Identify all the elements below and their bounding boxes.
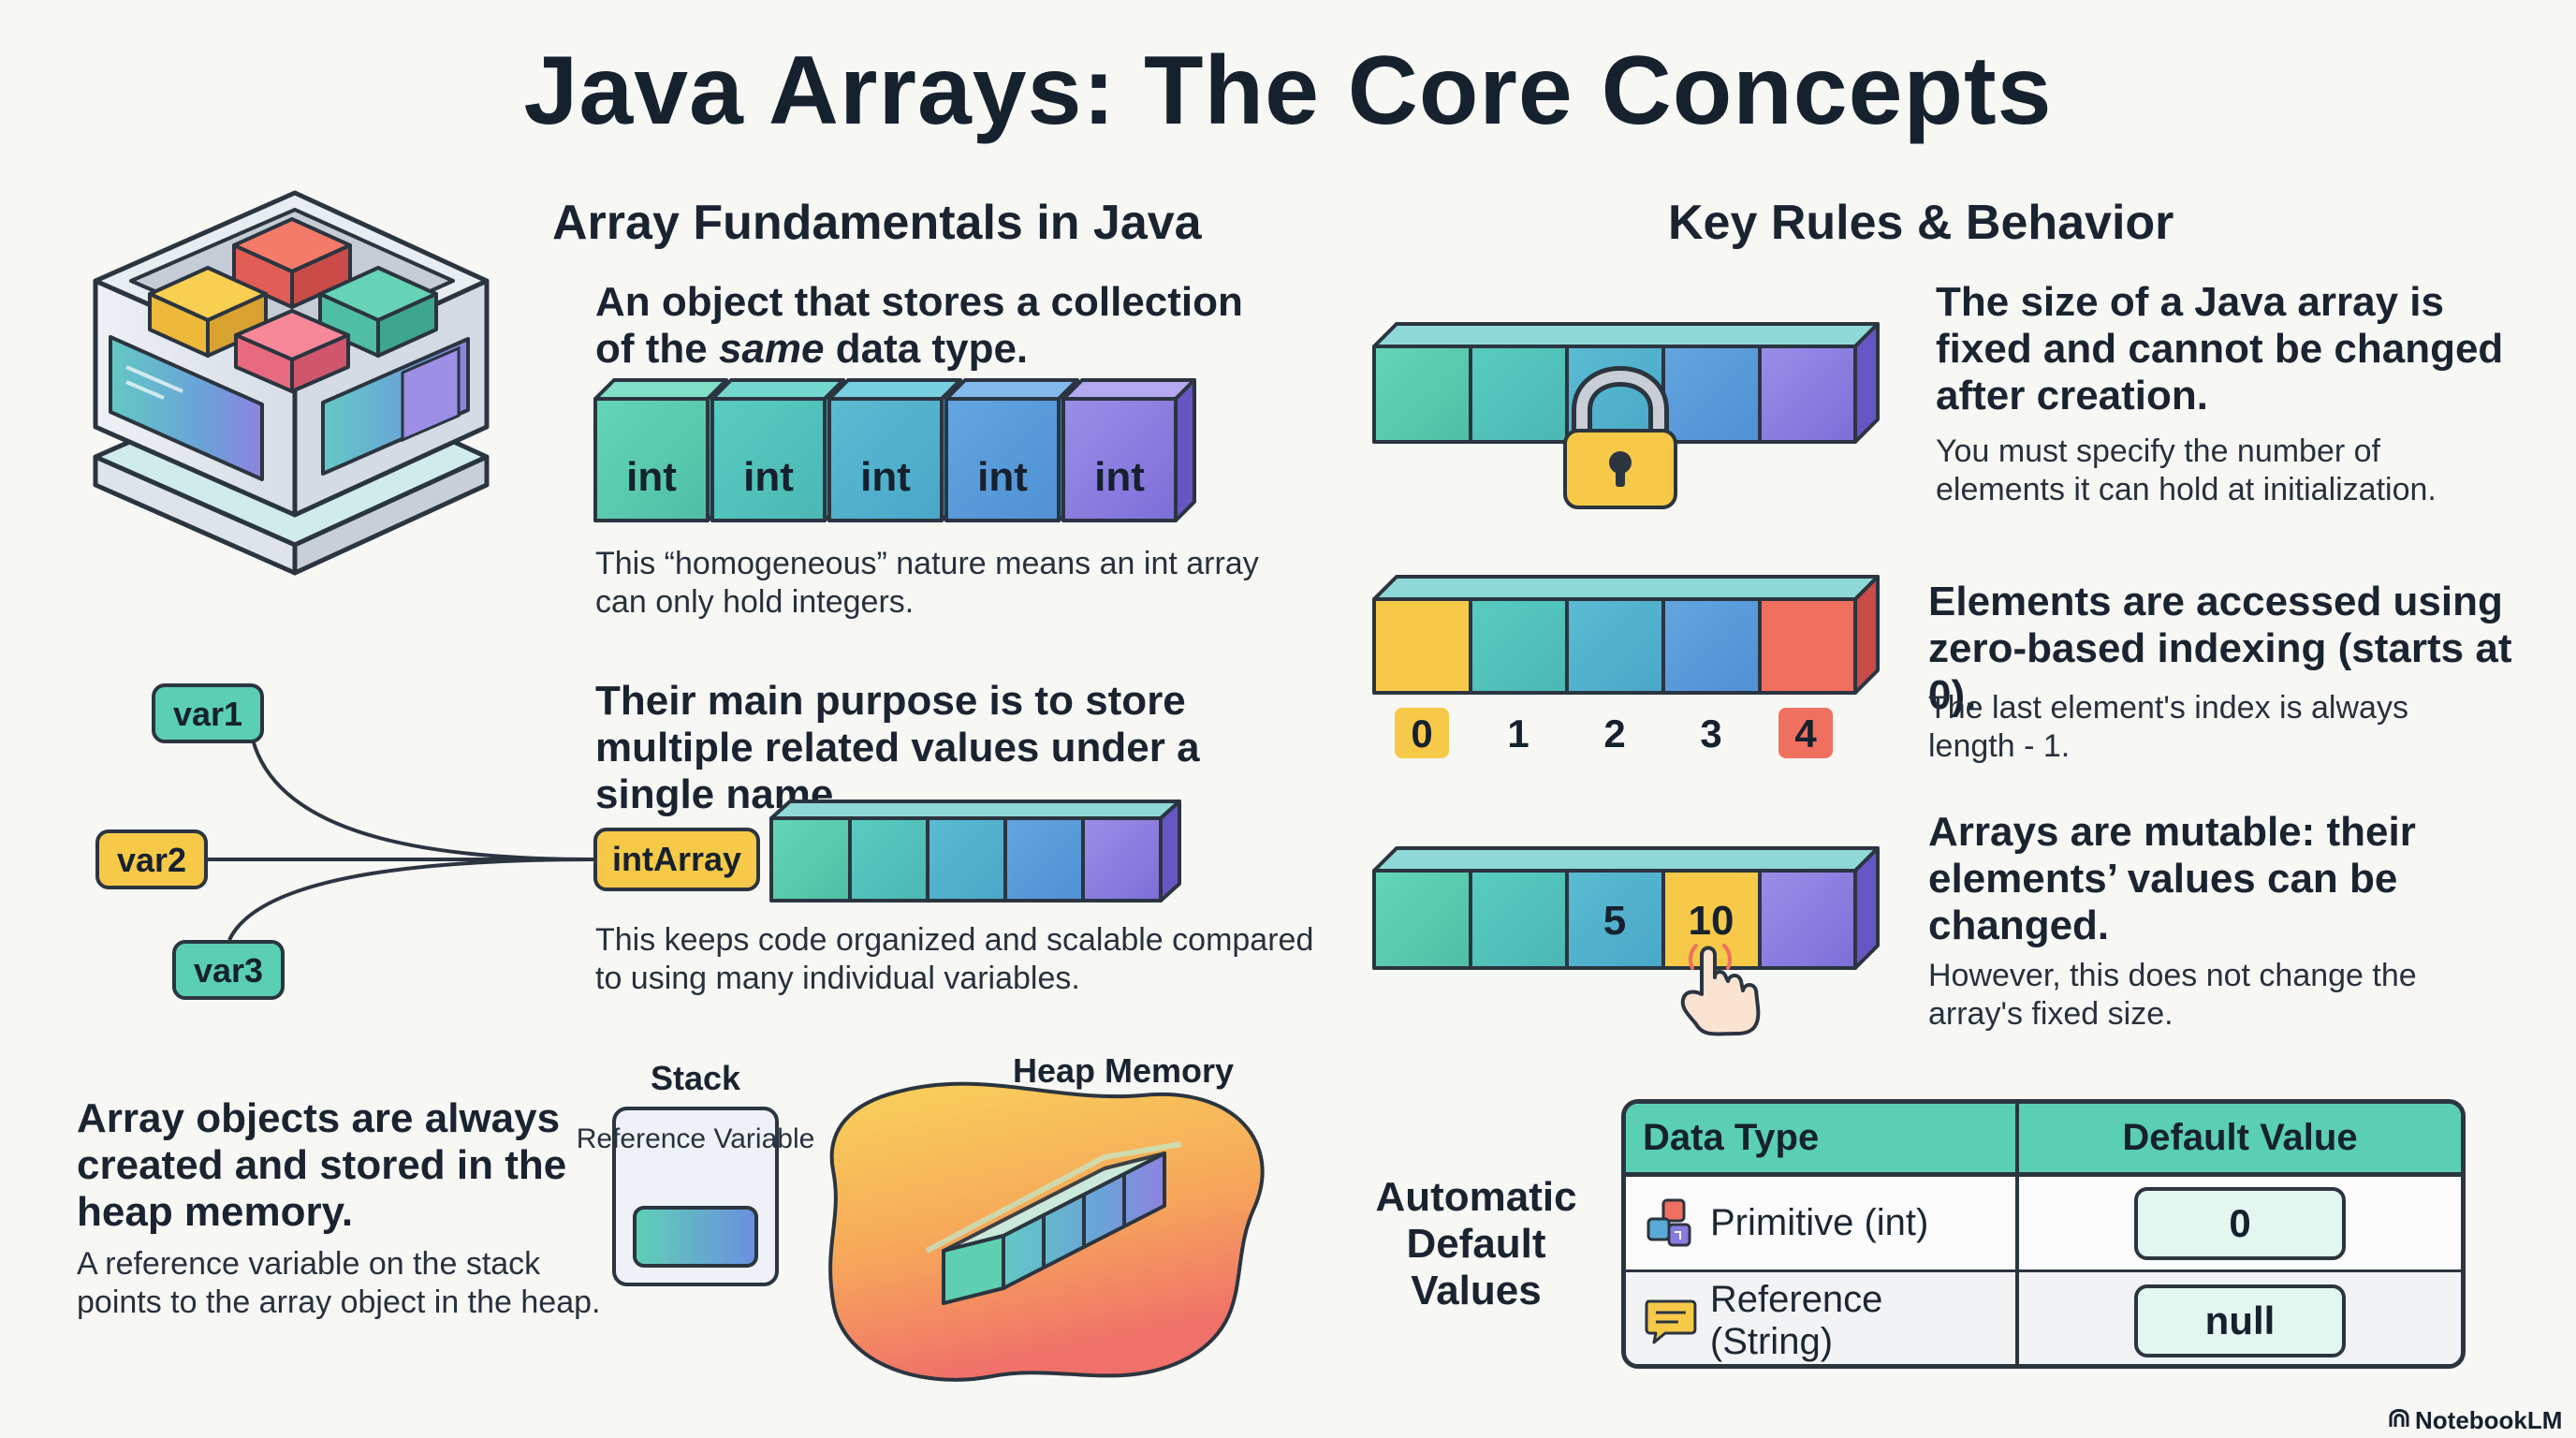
table-header-row: Data Type Default Value xyxy=(1626,1104,2461,1177)
mutable-array xyxy=(1372,846,1880,970)
brand-logo: NotebookLM xyxy=(2389,1406,2562,1434)
index-label-4: 4 xyxy=(1794,712,1817,756)
var2-label: var2 xyxy=(117,841,186,879)
index-label-2: 2 xyxy=(1603,712,1625,756)
int-label-3: int xyxy=(860,454,911,500)
var1-label: var1 xyxy=(173,695,242,733)
row-type-label: Primitive (int) xyxy=(1710,1202,1929,1243)
fundamentals-heading: Array Fundamentals in Java xyxy=(552,196,1202,250)
int-label-4: int xyxy=(977,454,1028,500)
defaults-table: Data Type Default Value Primitive (int) … xyxy=(1621,1099,2466,1369)
speech-bubble-icon xyxy=(1645,1299,1697,1343)
var1-tag: var1 xyxy=(152,683,264,743)
primitive-blocks-icon xyxy=(1647,1198,1691,1246)
page-title: Java Arrays: The Core Concepts xyxy=(523,37,2053,145)
int-cell-5 xyxy=(1061,378,1196,522)
indexing-note: The last element's index is always lengt… xyxy=(1928,690,2408,764)
default-value-pill: 0 xyxy=(2134,1186,2346,1260)
table-row: Primitive (int) 0 xyxy=(1626,1177,2461,1272)
fixed-size-note: You must specify the number of elements … xyxy=(1936,433,2437,507)
mutable-note: However, this does not change the array'… xyxy=(1928,958,2417,1032)
mutable-heading: Arrays are mutable: their elements’ valu… xyxy=(1928,809,2416,948)
var3-label: var3 xyxy=(194,951,263,990)
heap-heading: Array objects are always created and sto… xyxy=(77,1095,567,1235)
fixed-size-heading: The size of a Java array is fixed and ca… xyxy=(1936,279,2504,418)
int-array-tag: intArray xyxy=(593,828,760,891)
row-type-label: Reference (String) xyxy=(1709,1278,1883,1362)
int-label-5: int xyxy=(1094,454,1145,500)
definition-text: An object that stores a collection of th… xyxy=(595,279,1243,372)
table-row: Reference (String) null xyxy=(1626,1272,2461,1364)
index-label-1: 1 xyxy=(1507,712,1529,756)
var3-tag: var3 xyxy=(172,940,285,1000)
rules-heading: Key Rules & Behavior xyxy=(1668,196,2174,250)
int-array-row xyxy=(593,378,1196,522)
homogeneous-note: This “homogeneous” nature means an int a… xyxy=(595,546,1259,620)
int-array-label: intArray xyxy=(612,840,741,878)
int-array-bar xyxy=(769,800,1181,902)
indexed-array xyxy=(1372,575,1880,695)
int-label-1: int xyxy=(626,454,677,500)
heap-blob xyxy=(828,1081,1265,1382)
old-value: 5 xyxy=(1603,898,1626,944)
var2-tag: var2 xyxy=(95,829,208,889)
int-label-2: int xyxy=(743,454,794,500)
heap-note: A reference variable on the stack points… xyxy=(77,1246,601,1320)
indexing-heading: Elements are accessed using zero-based i… xyxy=(1928,579,2512,718)
default-value-pill: null xyxy=(2134,1284,2346,1357)
column-header-default-value: Default Value xyxy=(2122,1117,2358,1158)
variable-connectors xyxy=(208,739,600,941)
lock-icon xyxy=(1563,366,1677,509)
stack-label: Stack xyxy=(651,1059,741,1097)
purpose-note: This keeps code organized and scalable c… xyxy=(595,922,1314,996)
heap-label: Heap Memory xyxy=(1013,1051,1234,1090)
index-0-highlight xyxy=(1395,708,1449,758)
pointer-hand-icon xyxy=(1680,944,1761,1036)
reference-slot xyxy=(633,1206,758,1268)
defaults-label: Automatic Default Values xyxy=(1375,1174,1577,1313)
purpose-heading: Their main purpose is to store multiple … xyxy=(595,678,1200,817)
brand-name: NotebookLM xyxy=(2415,1406,2562,1434)
index-label-3: 3 xyxy=(1700,712,1721,756)
column-header-data-type: Data Type xyxy=(1626,1104,2019,1172)
array-container-illustration xyxy=(93,190,490,576)
index-4-highlight xyxy=(1778,708,1833,758)
reference-variable-label: Reference Variable xyxy=(577,1123,815,1154)
index-label-0: 0 xyxy=(1411,712,1432,756)
stack-box: Reference Variable xyxy=(577,1107,815,1286)
new-value: 10 xyxy=(1689,898,1734,944)
